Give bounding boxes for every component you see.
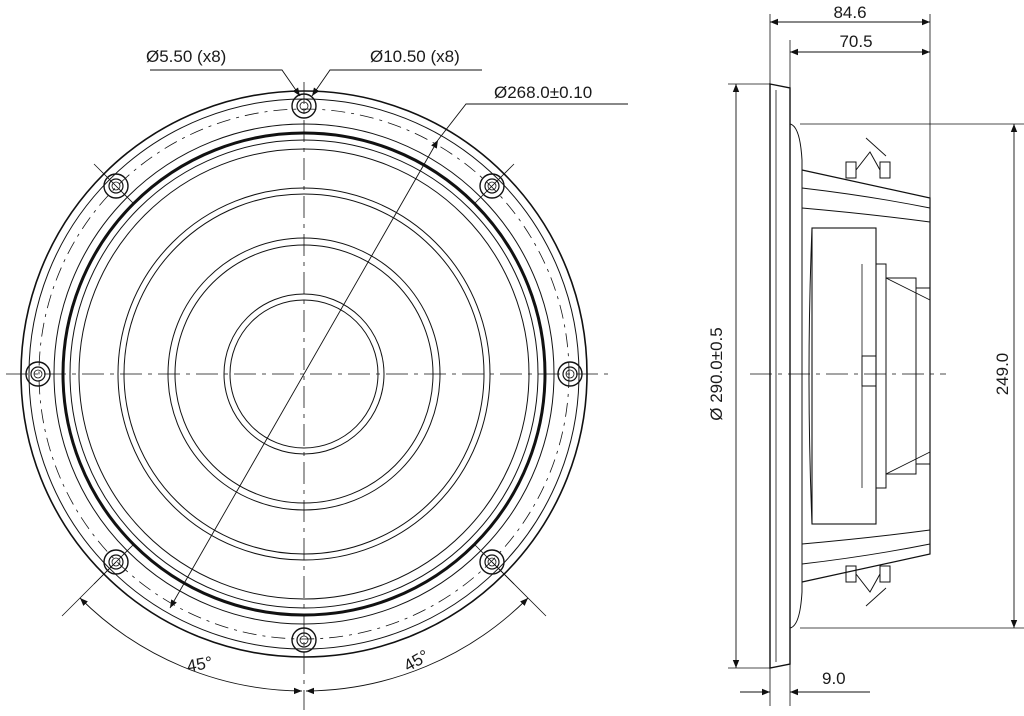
magnet-plate xyxy=(875,263,887,489)
flange-thickness-label: 9.0 xyxy=(822,669,846,688)
back-plate xyxy=(915,287,931,465)
angle-extension-left xyxy=(61,561,117,617)
basket-upper-band-1 xyxy=(801,187,931,209)
hole-centerline-nw xyxy=(93,163,135,205)
mounting-hole-top xyxy=(291,93,317,119)
magnet xyxy=(885,277,917,475)
basket-lower-band-2 xyxy=(801,529,931,545)
motor-housing-curve xyxy=(808,227,813,525)
hole-centerline-ne xyxy=(473,163,515,205)
terminal-top xyxy=(845,137,891,179)
angle-arc-left xyxy=(79,597,303,695)
angle-extension-right xyxy=(491,561,547,617)
basket-upper-band-2 xyxy=(801,207,931,223)
bolt-circle-label: Ø268.0±0.10 xyxy=(494,83,592,102)
outer-diameter-label: Ø 290.0±0.5 xyxy=(707,327,726,420)
side-view: 84.6 70.5 Ø 290.0±0.5 249.0 9.0 xyxy=(707,3,1024,706)
basket-outer xyxy=(801,169,931,583)
bolt-circle-dimension-line xyxy=(169,139,439,609)
hole-small-label: Ø5.50 (x8) xyxy=(146,47,226,66)
hole-large-label: Ø10.50 (x8) xyxy=(370,47,460,66)
depth-behind-flange-label: 70.5 xyxy=(839,32,872,51)
bolt-circle-leader xyxy=(437,103,628,141)
motor-housing xyxy=(811,227,877,525)
hole-small-leader xyxy=(150,69,301,97)
basket-lower-band-1 xyxy=(801,543,931,565)
front-view: Ø5.50 (x8) Ø10.50 (x8) Ø268.0±0.10 45° 4… xyxy=(6,47,628,710)
mounting-hole-left xyxy=(25,361,51,387)
overall-depth-label: 84.6 xyxy=(833,3,866,22)
magnet-chamfer-top xyxy=(885,277,931,301)
mounting-hole-nw xyxy=(103,173,129,199)
angle-arc-right xyxy=(305,597,529,695)
pole-vent xyxy=(861,355,877,387)
flange xyxy=(769,83,791,669)
mounting-hole-se xyxy=(479,549,505,575)
hole-large-leader xyxy=(311,69,482,97)
mounting-hole-sw xyxy=(103,549,129,575)
mounting-hole-ne xyxy=(479,173,505,199)
terminal-bottom xyxy=(845,565,891,607)
basket-rim xyxy=(789,123,803,629)
angle-left-label: 45° xyxy=(185,653,214,676)
cutout-diameter-label: 249.0 xyxy=(993,353,1012,396)
magnet-chamfer-bottom xyxy=(885,451,931,475)
angle-right-label: 45° xyxy=(401,646,433,675)
mounting-hole-right xyxy=(557,361,583,387)
